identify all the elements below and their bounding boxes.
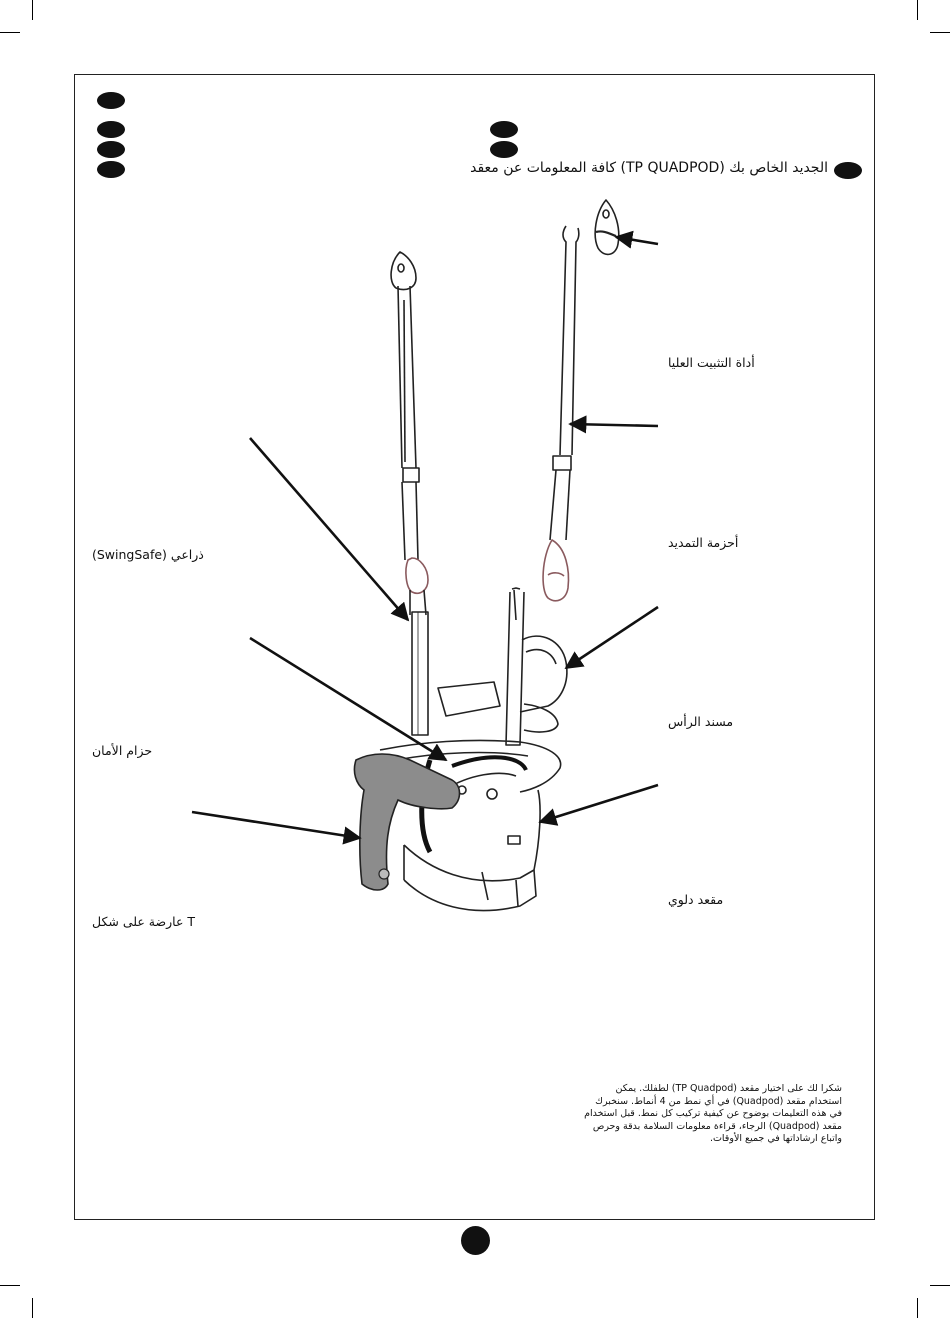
intro-line: شكرا لك على اختيار مقعد (TP Quadpod) لطف… (615, 1083, 842, 1094)
intro-line: مقعد (Quadpod) الرجاء، قراءة معلومات الس… (592, 1120, 842, 1132)
crop-mark (0, 1285, 20, 1286)
language-dot (490, 121, 518, 138)
arrow-swingsafe-arm (249, 437, 410, 622)
arrow-swing-seat (538, 783, 659, 826)
crop-mark (917, 0, 918, 20)
intro-line: استخدام مقعد (Quadpod) في أي نمط من 4 أن… (595, 1095, 842, 1107)
crop-mark (32, 1298, 33, 1318)
crop-mark (917, 1298, 918, 1318)
language-dot (97, 92, 125, 109)
page-number-dot (461, 1226, 490, 1255)
crop-mark (930, 1285, 950, 1286)
intro-line: واتباع ارشاداتها في جميع الأوقات. (709, 1133, 842, 1145)
page-title: كافة المعلومات عن معقد (TP QUADPOD) الجد… (470, 160, 828, 176)
label-t-bar: عارضة على شكل T (92, 914, 196, 929)
top-fixing-detail-icon (594, 199, 620, 256)
language-dot (97, 141, 125, 158)
label-swing-seat: مقعد دلوي (668, 892, 724, 907)
t-bar-icon (353, 753, 461, 891)
arrow-t-bar (191, 810, 362, 845)
crop-mark (930, 32, 950, 33)
intro-line: في هذه التعليمات بوضوح عن كيفية تركيب كل… (584, 1108, 842, 1120)
language-dot (97, 121, 125, 138)
label-headrest: مسند الرأس (668, 714, 734, 729)
arrow-top-fixing (614, 230, 659, 249)
label-top-fixing: أداة التثبيت العليا (668, 355, 755, 370)
intro-paragraph: شكرا لك على اختيار مقعد (TP Quadpod) لطف… (584, 1083, 842, 1146)
language-dot-active (834, 162, 862, 179)
label-extension-strap: أحزمة التمديد (668, 535, 739, 550)
label-swingsafe-arm: (SwingSafe) ذراعي (92, 547, 204, 562)
language-dot (490, 141, 518, 158)
crop-mark (0, 32, 20, 33)
arrow-safety-harness (249, 636, 448, 762)
arrow-extension-strap (568, 415, 659, 434)
page-frame (74, 74, 875, 1220)
label-safety-harness: حزام الأمان (92, 743, 153, 758)
arrow-headrest (564, 605, 659, 670)
crop-mark (32, 0, 33, 20)
language-dot (97, 161, 125, 178)
